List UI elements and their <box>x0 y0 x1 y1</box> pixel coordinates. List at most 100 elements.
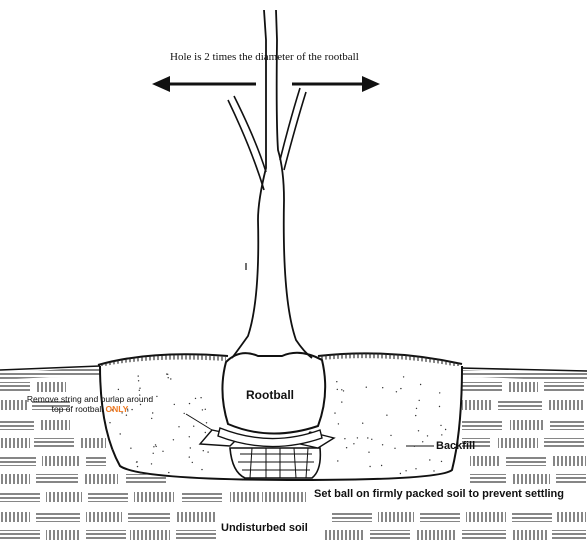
backfill-dot <box>382 444 383 445</box>
soil-brick <box>470 456 500 466</box>
backfill-dot <box>200 397 201 398</box>
backfill-dot <box>139 388 140 389</box>
backfill-dot <box>429 459 430 460</box>
soil-brick <box>416 530 456 540</box>
backfill-dot <box>386 415 387 416</box>
backfill-dot <box>137 466 138 467</box>
backfill-dot <box>205 409 206 410</box>
backfill-dot <box>170 378 171 379</box>
soil-brick <box>470 474 506 484</box>
soil-brick <box>332 512 372 522</box>
backfill-dot <box>112 449 113 450</box>
soil-brick <box>510 420 544 430</box>
soil-brick <box>86 512 122 522</box>
soil-brick <box>0 512 30 522</box>
backfill-dot <box>206 422 207 423</box>
backfill-dot <box>337 389 338 390</box>
remove-note-line2: top of rootball <box>52 404 104 414</box>
backfill-dot <box>427 435 428 436</box>
soil-brick <box>552 456 586 466</box>
mound-right-hatch <box>320 353 460 367</box>
backfill-dot <box>367 437 368 438</box>
soil-brick <box>182 492 222 502</box>
soil-brick <box>462 530 506 540</box>
backfill-dot <box>334 412 335 413</box>
backfill-dot <box>338 423 339 424</box>
backfill-dot <box>155 444 156 445</box>
backfill-dot <box>151 418 152 419</box>
backfill-dot <box>381 465 382 466</box>
remove-note-emphasis: ONLY <box>106 404 129 414</box>
backfill-dot <box>337 460 338 461</box>
remove-note-line1: Remove string and burlap around <box>27 394 153 404</box>
soil-brick <box>36 382 66 392</box>
backfill-dot <box>341 401 342 402</box>
soil-brick <box>544 382 584 392</box>
soil-brick <box>86 530 126 540</box>
backfill-dot <box>422 441 423 442</box>
backfill-label: Backfill <box>436 440 475 452</box>
soil-brick <box>556 512 586 522</box>
backfill-dot <box>109 422 110 423</box>
backfill-dot <box>396 391 397 392</box>
backfill-dot <box>336 381 337 382</box>
backfill-dot <box>371 439 372 440</box>
backfill-dot <box>416 408 417 409</box>
backfill-dot <box>341 389 342 390</box>
backfill-dot <box>362 423 363 424</box>
backfill-dot <box>207 451 208 452</box>
backfill-dot <box>418 430 419 431</box>
backfill-dot <box>445 429 446 430</box>
backfill-dot <box>139 390 140 391</box>
backfill-dot <box>162 451 163 452</box>
soil-brick <box>0 492 40 502</box>
soil-brick <box>552 530 586 540</box>
undisturbed-soil-label: Undisturbed soil <box>221 522 308 534</box>
backfill-dot <box>156 446 157 447</box>
backfill-dot <box>420 384 421 385</box>
backfill-dot <box>190 447 191 448</box>
set-ball-label: Set ball on firmly packed soil to preven… <box>314 488 564 500</box>
soil-brick <box>0 456 36 466</box>
backfill-dot <box>405 470 406 471</box>
soil-brick <box>36 512 80 522</box>
soil-brick <box>42 456 80 466</box>
soil-brick <box>324 530 364 540</box>
backfill-dot <box>439 392 440 393</box>
backfill-dot <box>136 461 137 462</box>
backfill-dot <box>369 466 370 467</box>
soil-brick <box>556 474 586 484</box>
backfill-dot <box>173 439 174 440</box>
soil-brick <box>466 512 506 522</box>
backfill-dot <box>151 463 152 464</box>
backfill-dot <box>140 472 141 473</box>
soil-brick <box>508 382 538 392</box>
soil-brick <box>370 530 410 540</box>
backfill-dot <box>368 452 369 453</box>
backfill-dot <box>153 453 154 454</box>
backfill-dot <box>415 415 416 416</box>
soil-brick <box>88 492 128 502</box>
backfill-dot <box>168 472 169 473</box>
backfill-dot <box>205 432 206 433</box>
soil-brick <box>128 512 170 522</box>
soil-brick <box>80 438 106 448</box>
soil-brick <box>84 474 118 484</box>
rootball-label: Rootball <box>246 388 294 402</box>
soil-brick <box>498 400 542 410</box>
soil-brick <box>40 420 70 430</box>
soil-brick <box>506 456 546 466</box>
backfill-dot <box>415 468 416 469</box>
soil-brick <box>176 530 216 540</box>
soil-brick <box>0 474 30 484</box>
backfill-dot <box>400 388 401 389</box>
soil-brick <box>498 438 538 448</box>
backfill-dot <box>366 387 367 388</box>
backfill-dot <box>184 413 185 414</box>
backfill-dot <box>189 456 190 457</box>
soil-brick <box>0 530 40 540</box>
soil-brick <box>512 530 548 540</box>
backfill-dot <box>201 469 202 470</box>
soil-brick <box>230 492 260 502</box>
